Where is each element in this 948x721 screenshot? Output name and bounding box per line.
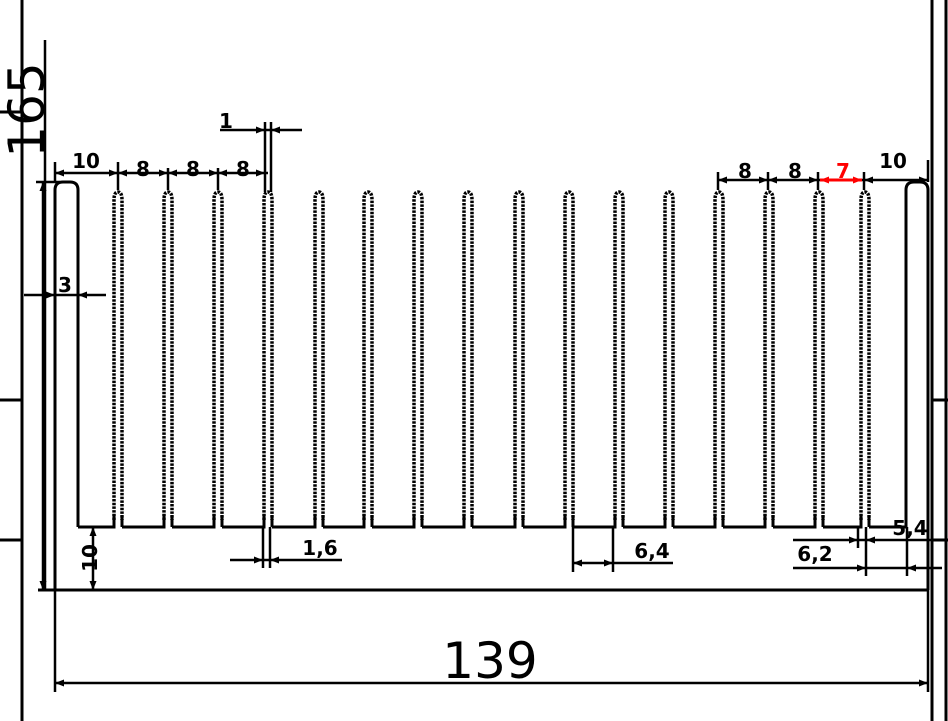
fin xyxy=(763,190,775,520)
arrowhead xyxy=(256,126,265,134)
arrowhead xyxy=(39,581,47,590)
arrowhead xyxy=(39,182,47,191)
arrowhead xyxy=(256,169,265,177)
base-slot xyxy=(573,515,625,529)
fin xyxy=(362,190,374,520)
arrowhead xyxy=(118,169,127,177)
dim-left-wall-gap: 10 xyxy=(72,149,100,173)
fin xyxy=(112,190,124,520)
fin xyxy=(813,190,825,520)
dim-overall-height-label: 165 xyxy=(0,62,56,157)
base-slot xyxy=(172,515,224,529)
dim-right-slot-2: 6,2 xyxy=(797,542,832,566)
base-slot xyxy=(78,515,124,529)
arrowhead xyxy=(759,176,768,184)
arrowhead xyxy=(820,176,829,184)
fin xyxy=(613,190,625,520)
base-slot xyxy=(523,515,575,529)
base-slot xyxy=(472,515,525,529)
arrowhead xyxy=(907,564,916,572)
dimension-arrows xyxy=(39,126,928,687)
dim-wall-thickness: 3 xyxy=(58,273,72,297)
dim-pitch-2: 8 xyxy=(186,157,200,181)
arrowhead xyxy=(718,176,727,184)
arrowhead xyxy=(866,536,875,544)
fin xyxy=(262,190,274,520)
fin xyxy=(212,190,224,520)
arrowhead xyxy=(168,169,177,177)
arrowhead xyxy=(809,176,818,184)
arrowhead xyxy=(254,556,263,564)
dim-right-slot-1: 5,4 xyxy=(892,516,927,540)
dim-fin-tip: 1 xyxy=(219,109,233,133)
base-slot xyxy=(222,515,274,529)
dim-right-pitch-1: 8 xyxy=(738,159,752,183)
dim-base-thickness: 10 xyxy=(78,544,102,572)
base-slot xyxy=(823,515,871,529)
left-wall xyxy=(53,180,80,590)
arrowhead xyxy=(218,169,227,177)
arrowhead xyxy=(209,169,218,177)
base-slot xyxy=(623,515,675,529)
arrowhead xyxy=(270,556,279,564)
arrowhead xyxy=(919,176,928,184)
fin xyxy=(412,190,424,520)
arrowhead xyxy=(573,559,582,567)
arrowhead xyxy=(89,527,97,536)
arrowhead xyxy=(604,559,613,567)
dim-overall-width-label: 139 xyxy=(442,632,537,690)
dim-right-pitch-highlight: 7 xyxy=(836,159,850,183)
arrowhead xyxy=(919,679,928,687)
dim-right-wall-gap: 10 xyxy=(879,149,907,173)
fin xyxy=(313,190,325,520)
right-wall xyxy=(904,180,930,590)
arrowhead xyxy=(864,176,873,184)
dim-right-pitch-2: 8 xyxy=(788,159,802,183)
base-slot xyxy=(773,515,825,529)
fins xyxy=(78,190,906,529)
base-slot xyxy=(272,515,325,529)
fin xyxy=(859,190,871,520)
arrowhead xyxy=(89,581,97,590)
base-slot xyxy=(122,515,174,529)
dim-pitch-3: 8 xyxy=(236,157,250,181)
dimension-lines xyxy=(24,40,942,692)
base-slot xyxy=(673,515,725,529)
arrowhead xyxy=(78,291,87,299)
arrowhead xyxy=(853,176,862,184)
arrowhead xyxy=(55,169,64,177)
heatsink-profile xyxy=(38,180,930,592)
dim-fin-root: 1,6 xyxy=(302,536,337,560)
fin xyxy=(663,190,675,520)
fin xyxy=(563,190,575,520)
arrowhead xyxy=(159,169,168,177)
fin xyxy=(513,190,525,520)
base-slot xyxy=(422,515,474,529)
arrowhead xyxy=(857,564,866,572)
arrowhead xyxy=(271,126,280,134)
base-slot xyxy=(723,515,775,529)
arrowhead xyxy=(849,536,858,544)
base-slot xyxy=(372,515,424,529)
fin xyxy=(162,190,174,520)
fin xyxy=(713,190,725,520)
arrowhead xyxy=(46,291,55,299)
base-slot xyxy=(323,515,374,529)
arrowhead xyxy=(55,679,64,687)
fin xyxy=(462,190,474,520)
dim-pitch-1: 8 xyxy=(136,157,150,181)
arrowhead xyxy=(109,169,118,177)
dim-slot-width: 6,4 xyxy=(634,539,669,563)
arrowhead xyxy=(768,176,777,184)
